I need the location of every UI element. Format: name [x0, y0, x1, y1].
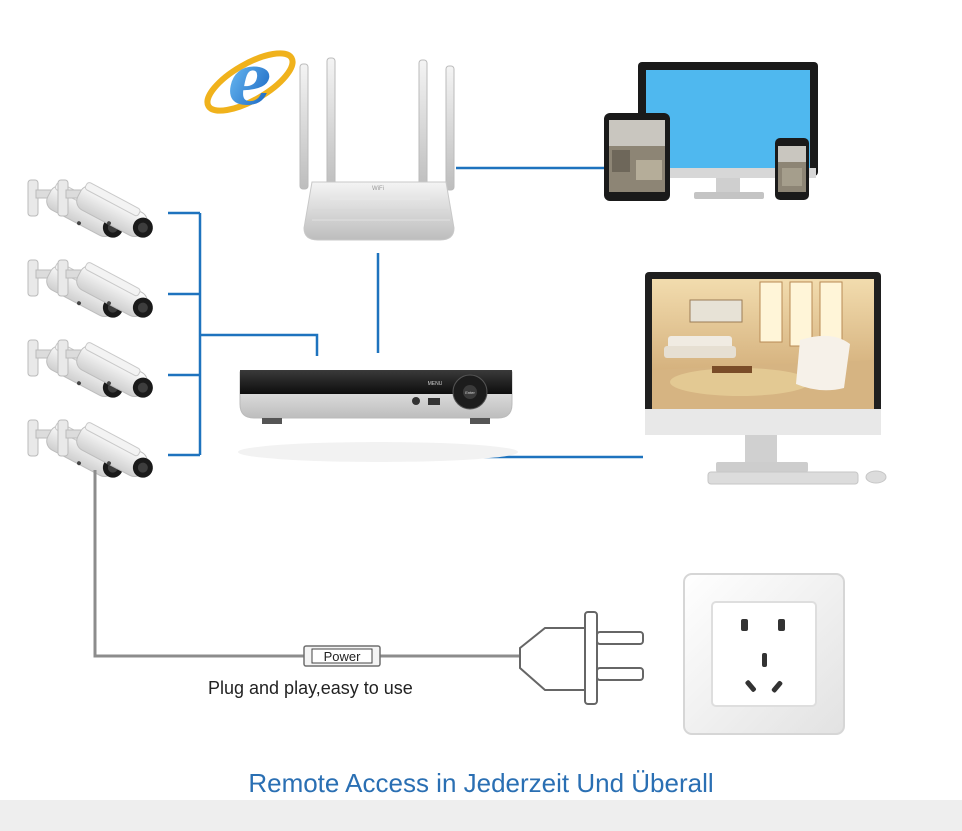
nvr-menu-label: MENU: [428, 381, 443, 387]
camera-to-nvr-link: [200, 333, 319, 356]
cctv-camera: [57, 179, 153, 238]
svg-text:e: e: [228, 38, 273, 121]
router-brand-text: WiFi: [372, 186, 384, 192]
client-devices: [604, 62, 818, 201]
cctv-camera: [57, 339, 153, 398]
hdmi-monitor: [645, 272, 881, 472]
smartphone: [775, 138, 809, 200]
cctv-camera: [57, 419, 153, 478]
internet-explorer-icon: e: [204, 38, 296, 121]
cctv-camera: [57, 259, 153, 318]
mouse: [865, 470, 887, 484]
keyboard: [707, 471, 859, 485]
power-cable: [93, 470, 520, 658]
footer-strip: [0, 800, 962, 831]
tablet: [604, 113, 670, 201]
plug-caption: Plug and play,easy to use: [208, 678, 413, 698]
camera-group: [27, 179, 153, 478]
nvr-enter-label: Enter: [465, 390, 475, 395]
power-plug: [519, 611, 644, 705]
banner-title: Remote Access in Jederzeit Und Überall: [248, 768, 714, 798]
power-label: Power: [324, 649, 362, 664]
wifi-router: WiFi: [299, 57, 455, 241]
power-label-box: Power: [303, 645, 381, 667]
nvr-recorder: MENU Enter: [238, 370, 518, 462]
wall-socket: [683, 573, 845, 735]
